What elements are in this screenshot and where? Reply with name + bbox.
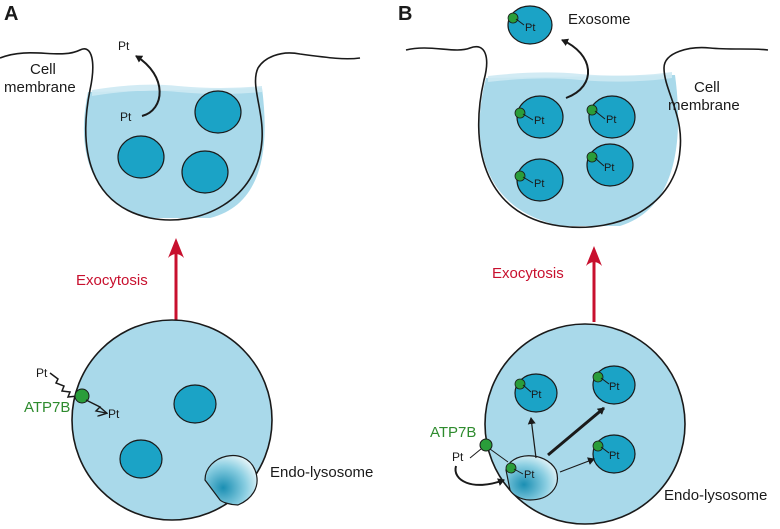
exocytosis-arrowhead-b — [586, 246, 602, 266]
exosome — [507, 5, 553, 45]
cell-membrane-label-b-line1: Cell — [694, 79, 720, 96]
exosome-pt-label: Pt — [525, 22, 535, 34]
svg-text:Pt: Pt — [534, 178, 544, 190]
lysosome-vesicle-b2: Pt — [592, 365, 636, 405]
cell-membrane-label-b-line2: membrane — [668, 97, 740, 114]
budding-pt-node — [505, 462, 517, 474]
atp7b-transporter-b — [479, 438, 493, 452]
pocket-vesicle-b2: Pt — [586, 95, 636, 139]
pocket-vesicle-b4: Pt — [586, 143, 634, 187]
budding-vesicle-a — [204, 454, 258, 506]
cell-membrane-a — [0, 48, 361, 221]
endo-lysosome-label-b: Endo-lysosome — [664, 487, 767, 504]
exocytosis-label-b: Exocytosis — [492, 265, 564, 282]
distribution-arrow-1 — [527, 417, 537, 459]
panel-a: A Cell membrane Pt Pt Exocytosis Endo-ly… — [0, 3, 373, 521]
exosome-release-arrow — [561, 38, 590, 99]
exocytosis-pocket-b — [405, 45, 769, 228]
distribution-arrow-2 — [547, 406, 605, 457]
atp7b-label-b: ATP7B — [430, 424, 476, 441]
exocytosis-label-a: Exocytosis — [76, 272, 148, 289]
pt-uptake-arrow-b — [454, 465, 505, 486]
svg-text:Pt: Pt — [604, 162, 614, 174]
exocytosis-arrowhead-a — [168, 238, 184, 258]
panel-letter-a: A — [4, 3, 18, 25]
budding-vesicle-b — [505, 455, 558, 501]
vesicle-a2 — [117, 135, 165, 179]
pt-entering-label-a: Pt — [36, 366, 48, 380]
endo-lysosome-label-a: Endo-lysosome — [270, 464, 373, 481]
cell-membrane-label-a-line2: membrane — [4, 79, 76, 96]
lysosome-vesicle-b1: Pt — [514, 373, 558, 413]
exosome-pt-node — [507, 12, 519, 24]
pt-inside-label-a: Pt — [120, 110, 132, 124]
vesicle-a1 — [194, 90, 242, 134]
svg-text:Pt: Pt — [606, 114, 616, 126]
svg-text:Pt: Pt — [609, 381, 619, 393]
svg-text:Pt: Pt — [531, 389, 541, 401]
pocket-vesicle-b3: Pt — [514, 158, 564, 202]
panel-letter-b: B — [398, 3, 412, 25]
cell-membrane-b — [405, 45, 769, 228]
budding-pt-label: Pt — [524, 469, 534, 481]
svg-text:Pt: Pt — [609, 450, 619, 462]
vesicle-a3 — [181, 150, 229, 194]
pt-released-label-a: Pt — [118, 39, 130, 53]
exosome-label: Exosome — [568, 11, 631, 28]
svg-text:Pt: Pt — [534, 115, 544, 127]
pt-zigzag-a — [49, 372, 79, 398]
pt-release-arrow-a — [135, 55, 161, 117]
pt-transport-arrow-a — [85, 399, 106, 413]
distribution-arrow-3 — [559, 457, 595, 473]
pt-transported-label-a: Pt — [108, 407, 120, 421]
lysosome-vesicle-b3: Pt — [592, 434, 636, 474]
atp7b-label-a: ATP7B — [24, 399, 70, 416]
atp7b-transporter-a — [74, 388, 90, 404]
pt-entering-label-b: Pt — [452, 450, 464, 464]
vesicle-a4 — [173, 384, 217, 424]
panel-b: B Cell membrane Pt Exosome Pt Pt — [398, 3, 769, 525]
pocket-vesicle-b1: Pt — [514, 95, 564, 139]
cell-membrane-label-a-line1: Cell — [30, 61, 56, 78]
vesicle-a5 — [119, 439, 163, 479]
